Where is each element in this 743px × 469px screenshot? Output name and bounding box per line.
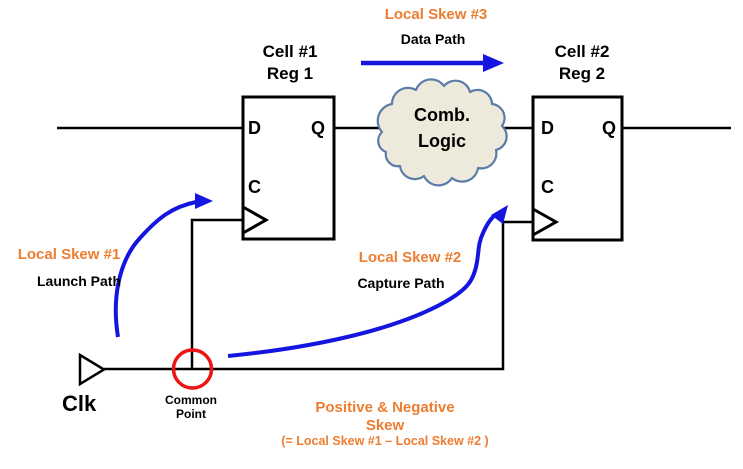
cell2-title: Cell #2 Reg 2 (555, 41, 610, 85)
reg1-pin-c: C (248, 177, 261, 197)
clock-net-to-reg1 (190, 218, 243, 369)
data-path-arrow (361, 54, 504, 72)
cell1-title: Cell #1 Reg 1 (263, 41, 318, 85)
clock-net-to-reg2 (104, 220, 533, 371)
skew-formula-label: (= Local Skew #1 – Local Skew #2 ) (281, 434, 489, 448)
common-point-line1: Common (165, 393, 217, 407)
skew-summary-line2: Skew (365, 417, 405, 434)
cell1-title-line2: Reg 1 (266, 64, 314, 83)
reg1-clock-triangle-icon (242, 205, 270, 235)
comb-logic-cloud (376, 78, 508, 187)
launch-path-label: Launch Path (36, 273, 122, 289)
local-skew-2-label: Local Skew #2 (358, 249, 462, 266)
capture-path-label: Capture Path (357, 275, 445, 291)
reg2-pin-d: D (541, 118, 554, 138)
skew-summary-line1: Positive & Negative (315, 399, 455, 416)
common-point-circle (171, 348, 214, 390)
clk-label: Clk (62, 391, 97, 416)
clock-buffer-icon (78, 352, 107, 387)
reg2-pin-c: C (541, 177, 554, 197)
data-path-label: Data Path (400, 31, 466, 47)
reg1-pin-d: D (248, 118, 261, 138)
common-point-line2: Point (176, 407, 206, 421)
launch-path-arrow (113, 193, 213, 338)
capture-path-arrow (227, 205, 508, 358)
reg2-clock-triangle-icon (532, 207, 560, 237)
cell2-title-line2: Reg 2 (558, 64, 606, 83)
local-skew-1-label: Local Skew #1 (17, 246, 121, 263)
common-point-label: Common Point (165, 393, 217, 421)
comb-logic-line2: Logic (418, 131, 466, 151)
local-skew-3-label: Local Skew #3 (384, 6, 488, 23)
cell2-title-line1: Cell #2 (554, 42, 610, 61)
cell1-title-line1: Cell #1 (262, 42, 318, 61)
comb-logic-line1: Comb. (414, 105, 470, 125)
skew-summary-title: Positive & Negative Skew (315, 399, 454, 435)
comb-logic-label: Comb. Logic (414, 102, 470, 154)
reg2-pin-q: Q (602, 118, 617, 138)
reg1-pin-q: Q (311, 118, 326, 138)
